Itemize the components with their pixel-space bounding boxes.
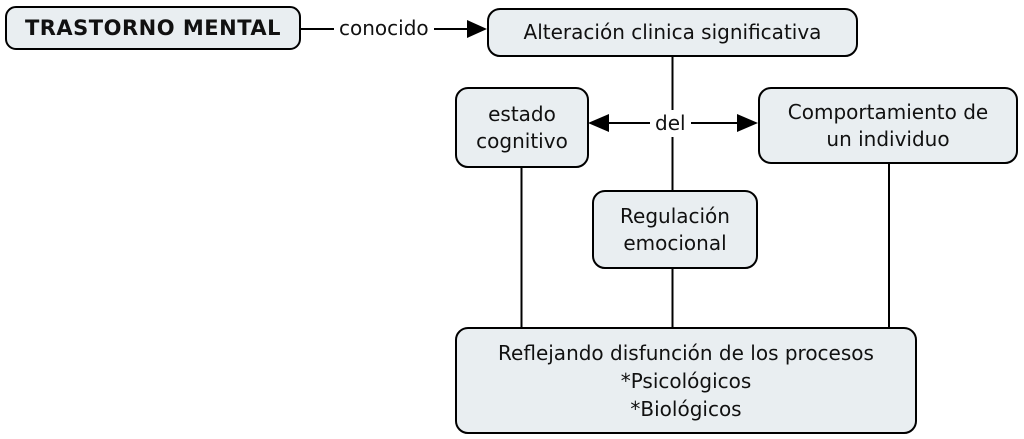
node-estado-cognitivo: estado cognitivo <box>455 87 589 168</box>
node-label: Regulación <box>620 203 730 228</box>
arrowhead-right-conocido-icon <box>467 20 487 38</box>
node-label: TRASTORNO MENTAL <box>24 15 282 40</box>
node-label: *Psicológicos <box>620 368 752 393</box>
node-label: un individuo <box>826 126 950 151</box>
node-label: Comportamiento de <box>787 99 989 124</box>
node-label: estado <box>488 101 556 126</box>
arrowhead-left-del-icon <box>588 114 609 132</box>
node-alteracion-clinica: Alteración clinica significativa <box>487 8 858 57</box>
node-label: Alteración clinica significativa <box>523 20 822 44</box>
node-label: cognitivo <box>476 128 568 153</box>
node-trastorno-mental: TRASTORNO MENTAL <box>5 6 301 50</box>
node-comportamiento-individuo: Comportamiento de un individuo <box>758 87 1018 164</box>
node-label: emocional <box>623 230 727 255</box>
node-label: Reflejando disfunción de los procesos <box>498 340 874 365</box>
arrowhead-right-del-icon <box>737 114 758 132</box>
node-reflejando-disfuncion: Reflejando disfunción de los procesos *P… <box>455 327 917 434</box>
edge-label-del: del <box>650 110 691 137</box>
node-label: *Biológicos <box>630 396 742 421</box>
node-regulacion-emocional: Regulación emocional <box>592 190 758 269</box>
edge-label-conocido: conocido <box>334 15 434 42</box>
